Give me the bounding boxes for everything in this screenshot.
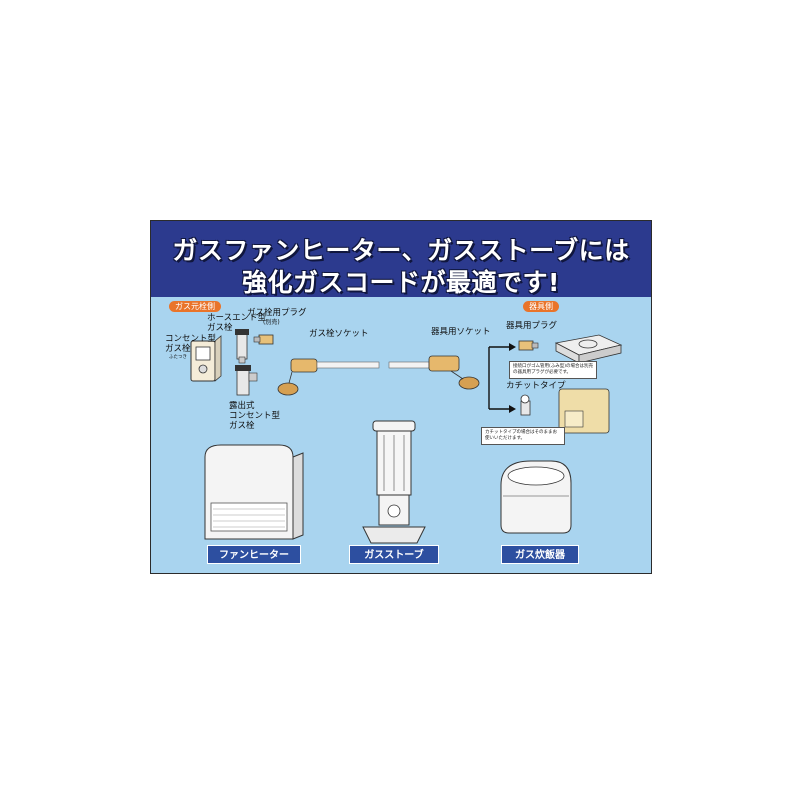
appliance-side-badge: 器具側 [523,301,559,312]
hose-end-valve-label: ホースエンド型 ガス栓 [207,313,267,333]
kachitto-type-label: カチットタイプ [506,381,566,391]
connection-diagram [190,329,623,544]
gas-stove-illustration [554,334,623,364]
headline-line-2: 強化ガスコードが最適です! [242,268,560,297]
gas-rice-cooker-caption: ガス炊飯器 [501,545,579,564]
outlet-valve-note: ふたつき [169,355,187,360]
rubber-tube-note: 接続口がゴム管用(ふみ型)の場合は別売の器具用プラグが必要です。 [509,361,597,379]
gas-plug-illustration [253,334,274,345]
gas-plug-label: ガス栓用プラグ [247,308,307,318]
branch-lines [488,343,516,413]
gas-plug-note: (別売) [263,319,280,326]
gas-socket-label: ガス栓ソケット [309,329,369,339]
gas-stove-caption: ガスストーブ [349,545,439,564]
gas-valve-side-badge: ガス元栓側 [169,301,221,312]
kachitto-plug-illustration [520,394,531,416]
appliance-plug-illustration [518,340,539,351]
gas-hose-left [316,361,380,369]
exposed-outlet-valve-label: 露出式 コンセント型 ガス栓 [229,401,281,431]
space-heater-illustration [558,388,610,434]
exposed-outlet-valve-illustration [235,365,258,396]
rice-cooker-illustration [500,460,572,534]
gas-stove-tower-illustration [362,420,426,544]
gas-socket-illustration [277,358,318,396]
appliance-socket-label: 器具用ソケット [431,327,491,337]
product-info-card: ガスファンヒーター、ガスストーブには 強化ガスコードが最適です! [150,220,652,574]
kachitto-note: カチットタイプの場合はそのままお使いいただけます。 [481,427,565,445]
appliance-plug-label: 器具用プラグ [506,321,558,331]
fan-heater-illustration [204,444,304,540]
appliance-socket-illustration [428,355,480,390]
fan-heater-caption: ファンヒーター [207,545,301,564]
headline-banner: ガスファンヒーター、ガスストーブには 強化ガスコードが最適です! [151,221,651,297]
outlet-valve-illustration [190,335,222,382]
headline-line-1: ガスファンヒーター、ガスストーブには [172,236,630,265]
gas-hose-right [388,361,430,369]
hose-end-valve-illustration [235,329,249,364]
outlet-valve-label: コンセント型 ガス栓 [165,334,217,354]
